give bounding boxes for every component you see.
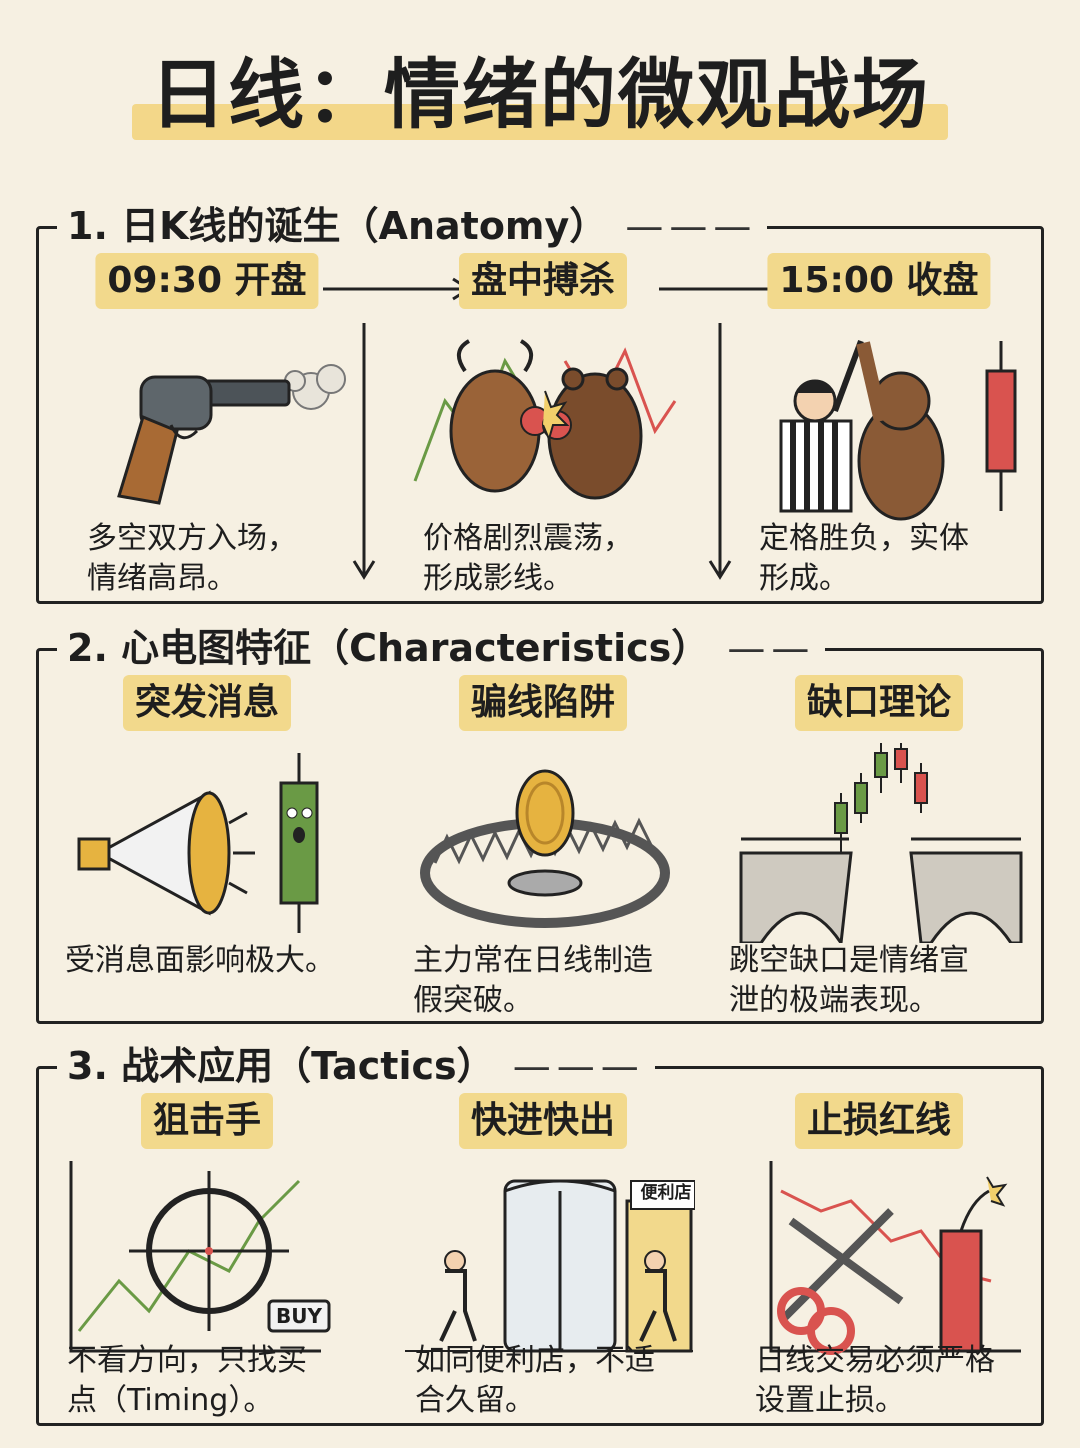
megaphone-candle-icon	[77, 753, 319, 933]
store-sign: 便利店	[640, 1183, 692, 1203]
crosshair-icon	[69, 1161, 331, 1353]
item-caption: 跳空缺口是情绪宣 泄的极端表现。	[729, 943, 969, 1018]
item-caption: 如同便利店，不适 合久留。	[415, 1343, 655, 1418]
bull-bear-fight-icon	[413, 339, 677, 500]
item-caption: 不看方向，只找买 点（Timing）。	[67, 1343, 307, 1418]
scissors-dynamite-icon	[769, 1161, 1021, 1355]
revolver-icon	[117, 364, 346, 505]
item-label: 快进快出	[458, 1093, 628, 1149]
section-heading: 1. 日K线的诞生（Anatomy） ———	[57, 199, 768, 253]
arrow-right-icon	[323, 277, 472, 301]
item-label: 盘中搏杀	[458, 253, 628, 309]
bear-trap-coin-icon	[420, 769, 670, 928]
section-characteristics: 2. 心电图特征（Characteristics） —— 突发消息 受消息面影响…	[36, 621, 1044, 1024]
section-heading: 3. 战术应用（Tactics） ———	[57, 1039, 655, 1093]
item-label: 骗线陷阱	[458, 675, 628, 731]
item-label: 缺口理论	[794, 675, 964, 731]
section-tactics: 3. 战术应用（Tactics） ——— 狙击手 BUY 不看方向，只找买 点（…	[36, 1039, 1044, 1426]
item-caption: 主力常在日线制造 假突破。	[413, 943, 653, 1018]
item-label: 15:00 收盘	[767, 253, 991, 309]
item-label: 狙击手	[140, 1093, 274, 1149]
revolving-door-icon	[405, 1179, 695, 1353]
item-label: 09:30 开盘	[95, 253, 319, 309]
title-wrap: 日线：情绪的微观战场	[0, 40, 1080, 150]
page-title: 日线：情绪的微观战场	[132, 40, 948, 150]
referee-bear-candle-icon	[779, 339, 1017, 521]
buy-badge: BUY	[276, 1304, 322, 1328]
item-caption: 价格剧烈震荡， 形成影线。	[423, 521, 633, 596]
item-label: 突发消息	[122, 675, 292, 731]
section-anatomy: 1. 日K线的诞生（Anatomy） ——— 09:30 开盘 多空双方入场， …	[36, 199, 1044, 604]
broken-bridge-icon	[739, 743, 1023, 943]
arrow-down-icon	[352, 323, 376, 580]
item-caption: 多空双方入场， 情绪高昂。	[87, 521, 297, 596]
item-caption: 日线交易必须严格 设置止损。	[755, 1343, 995, 1418]
section-heading: 2. 心电图特征（Characteristics） ——	[57, 621, 826, 675]
item-label: 止损红线	[794, 1093, 964, 1149]
item-caption: 定格胜负，实体 形成。	[759, 521, 969, 596]
item-caption: 受消息面影响极大。	[65, 943, 335, 978]
arrow-down-icon	[708, 323, 732, 580]
